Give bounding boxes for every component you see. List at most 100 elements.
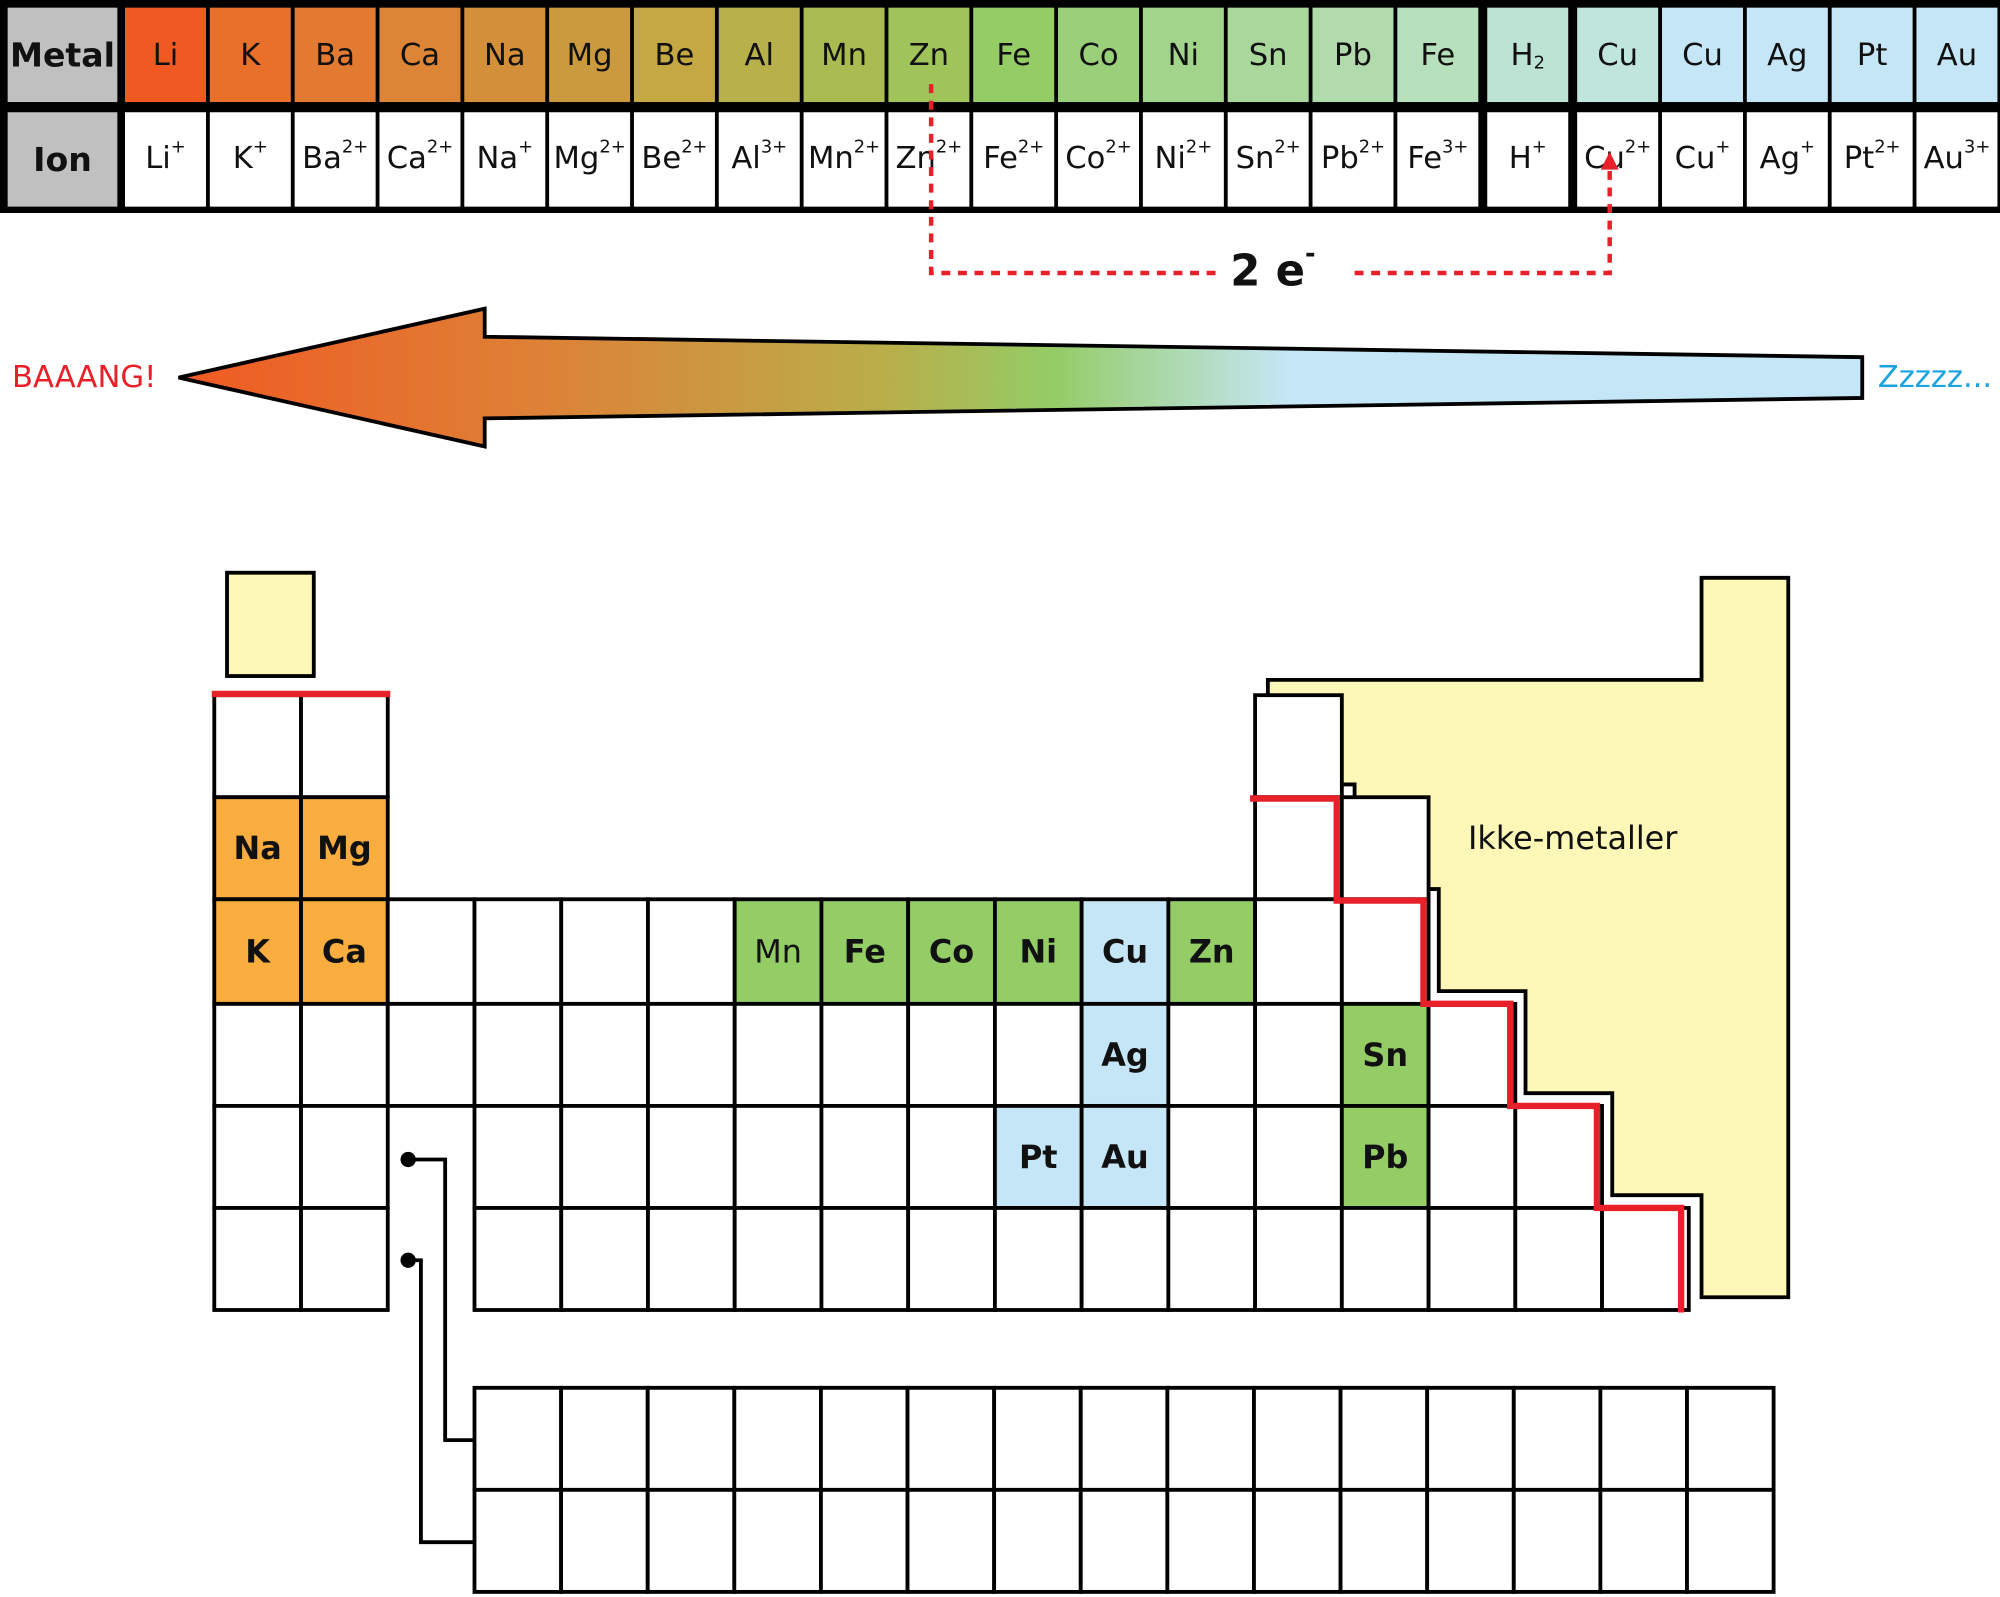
element-cell (212, 1206, 303, 1312)
ion-cell-co-11 (1058, 112, 1140, 207)
element-cell (906, 1103, 997, 1210)
lanthanide-cell (1165, 1385, 1256, 1492)
element-symbol-fe: Fe (844, 933, 886, 971)
element-cell-zn (1166, 897, 1258, 1006)
metal-symbol: Au (1937, 37, 1977, 72)
ion-row-label-cell (7, 112, 118, 207)
metal-symbol: Fe (1420, 37, 1455, 72)
element-cell (385, 1001, 477, 1108)
ion-cell-ba-2 (294, 112, 376, 207)
metal-symbol: Al (745, 37, 774, 72)
actinide-cell (1425, 1487, 1516, 1594)
element-symbol-cu: Cu (1102, 933, 1148, 971)
lanthanide-cell (645, 1385, 737, 1492)
metal-cell-ag-19 (1746, 7, 1828, 103)
metal-symbol: Mg (567, 37, 613, 72)
actinide-cell (1338, 1487, 1430, 1594)
element-cell (732, 1001, 824, 1108)
actinide-cell (905, 1487, 997, 1594)
metal-cell-na-4 (464, 7, 546, 103)
metal-symbol: Zn (909, 37, 949, 72)
element-cell (1166, 1103, 1258, 1210)
reactivity-arrow-shape (178, 306, 1865, 449)
element-cell-mg (299, 795, 390, 902)
metal-cell-ba-2 (294, 7, 376, 103)
ion-symbol: Al3+ (731, 136, 787, 175)
lanthanide-cell (819, 1385, 910, 1492)
element-cell (1513, 1103, 1604, 1210)
element-cell (1426, 1206, 1518, 1312)
element-cell (1339, 1206, 1431, 1312)
element-cell (819, 1206, 911, 1312)
lanthanide-cell (905, 1385, 997, 1492)
element-cell-ni (992, 897, 1084, 1006)
element-cell (472, 1206, 564, 1312)
element-symbol-pb: Pb (1362, 1138, 1408, 1176)
ion-symbol: Ca2+ (387, 136, 453, 175)
element-cell (472, 897, 564, 1006)
element-cell (299, 1001, 390, 1108)
element-symbol-k: K (245, 933, 271, 971)
element-cell (1253, 1001, 1344, 1108)
metal-symbol: Fe (996, 37, 1031, 72)
element-cell (1166, 1206, 1258, 1312)
element-cell (299, 1206, 390, 1312)
actinide-cell (1252, 1487, 1343, 1594)
element-cell (819, 1001, 911, 1108)
metal-symbol: Mn (821, 37, 867, 72)
actinide-cell (1511, 1487, 1603, 1594)
lanthanide-cell (472, 1385, 564, 1492)
lanthanide-cell (1685, 1385, 1776, 1492)
ion-symbol: Pt2+ (1844, 136, 1901, 175)
element-cell (646, 1103, 737, 1210)
element-cell (1513, 1206, 1604, 1312)
ion-cell-na-4 (464, 112, 546, 207)
metal-nonmetal-boundary-line (1250, 795, 1685, 1313)
element-cell (212, 693, 303, 800)
element-cell (1253, 897, 1344, 1006)
metal-symbol: Co (1078, 37, 1118, 72)
element-symbol-ca: Ca (322, 933, 367, 971)
element-cell (1600, 1206, 1691, 1312)
metal-symbol: Pb (1334, 37, 1372, 72)
element-cell (212, 1103, 303, 1210)
ion-symbol: Ni2+ (1154, 136, 1212, 175)
element-cell (1253, 795, 1344, 902)
element-symbol-ni: Ni (1019, 933, 1057, 971)
element-symbol-au: Au (1101, 1138, 1148, 1176)
element-cell-mn (732, 897, 824, 1006)
lanthanide-cell (732, 1385, 823, 1492)
lanthanide-cell (992, 1385, 1083, 1492)
ion-cell-pb-14 (1312, 112, 1394, 207)
metal-cell-al-7 (718, 7, 800, 103)
ion-row-label: Ion (33, 140, 92, 179)
metal-cell-cu-17 (1577, 7, 1659, 103)
element-cell (212, 1001, 303, 1108)
actinide-cell (992, 1487, 1083, 1594)
lanthanide-cell (1511, 1385, 1603, 1492)
metal-row-label-cell (7, 7, 118, 103)
element-cell (1426, 1001, 1518, 1108)
ion-symbol: Fe3+ (1407, 136, 1468, 175)
element-symbol-zn: Zn (1189, 933, 1235, 971)
actinide-cell (472, 1487, 564, 1594)
metal-cell-li-0 (125, 7, 206, 103)
element-cell (385, 897, 477, 1006)
ion-cell-mg-5 (549, 112, 631, 207)
metal-cell-be-6 (633, 7, 715, 103)
element-cell (472, 1001, 564, 1108)
metal-cell-co-11 (1058, 7, 1140, 103)
element-symbol-sn: Sn (1362, 1036, 1408, 1074)
metal-symbol: Ag (1767, 37, 1807, 72)
metal-symbol: Ba (315, 37, 355, 72)
actinide-cell (1078, 1487, 1170, 1594)
element-cell (646, 897, 737, 1006)
element-cell (559, 897, 650, 1006)
ion-cell-cu-17 (1577, 112, 1659, 207)
metal-row-label: Metal (10, 35, 115, 74)
ion-symbol: H+ (1509, 136, 1547, 175)
lanthanide-cell (559, 1385, 650, 1492)
metal-cell-fe-15 (1397, 7, 1479, 103)
nonmetals-label: Ikke-metaller (1468, 819, 1678, 857)
